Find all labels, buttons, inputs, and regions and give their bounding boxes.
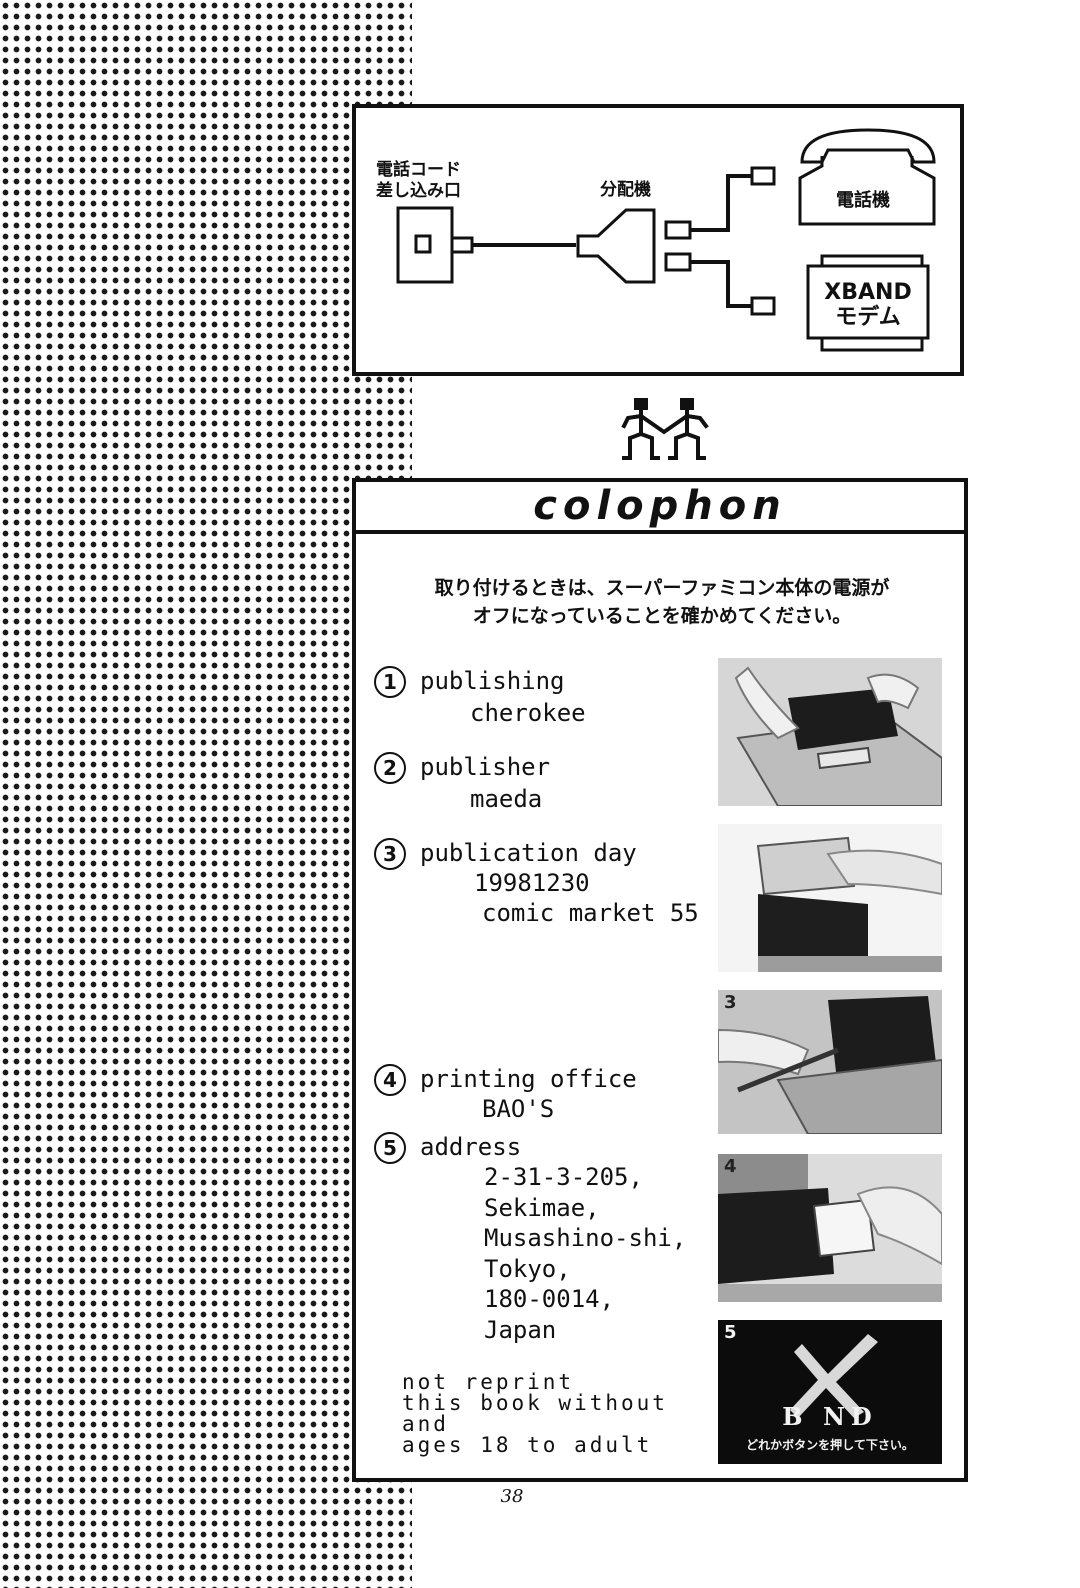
entry-value: BAO'S: [482, 1095, 555, 1123]
reprint-disclaimer: not reprint this book without and ages 1…: [402, 1372, 668, 1456]
address-lines: 2-31-3-205, Sekimae, Musashino-shi, Toky…: [484, 1162, 686, 1345]
colophon-title: COLOPHON: [533, 483, 787, 529]
entry-number-badge: 2: [374, 752, 406, 784]
entry-value-date: 19981230: [474, 869, 590, 897]
disclaimer-line: and: [402, 1412, 449, 1436]
photo-hands-on-console: [718, 658, 942, 806]
xband-screen-logo: B ND: [782, 1402, 878, 1431]
modem-label-line1: XBAND: [824, 280, 912, 305]
halftone-background: [0, 0, 412, 1588]
wall-jack-socket: [414, 234, 432, 254]
photo-xband-screen: 5 B ND どれかボタンを押して下さい。: [718, 1320, 942, 1464]
wall-jack-label-line1: 電話コード: [376, 160, 461, 180]
disclaimer-line: not reprint: [402, 1370, 575, 1394]
disclaimer-line: ages 18 to adult: [402, 1433, 653, 1457]
photo-insert-cartridge: [718, 824, 942, 972]
address-line: Japan: [484, 1315, 557, 1344]
entry-number-badge: 4: [374, 1064, 406, 1096]
photo-adapter-installed: 3: [718, 990, 942, 1134]
photo-step-number: 3: [724, 992, 737, 1013]
entry-heading: printing office: [420, 1065, 637, 1093]
splitter-label: 分配機: [600, 180, 651, 200]
address-line: Tokyo,: [484, 1254, 571, 1283]
splitter-body: [576, 208, 656, 284]
entry-heading: publisher: [420, 753, 551, 781]
notice-line-2: オフになっていることを確かめてください。: [472, 605, 852, 627]
wall-jack-label-line2: 差し込み口: [376, 181, 461, 201]
entry-value: cherokee: [470, 699, 586, 727]
address-line: Sekimae,: [484, 1193, 600, 1222]
modem-label-line2: モデム: [835, 305, 901, 330]
entry-number-badge: 3: [374, 838, 406, 870]
wiring-diagram: 電話コード 差し込み口 分配機 電話機 XBAND モデム: [352, 104, 964, 376]
modem-label: XBAND モデム: [808, 280, 928, 330]
photo-step-number: 5: [724, 1322, 737, 1343]
colophon-box: COLOPHON 取り付けるときは、スーパーファミコン本体の電源が オフになって…: [352, 478, 968, 1482]
photo-step-number: 4: [724, 1156, 737, 1177]
two-figures-icon: [621, 398, 709, 460]
power-off-notice: 取り付けるときは、スーパーファミコン本体の電源が オフになっていることを確かめて…: [376, 574, 948, 630]
entry-value-event: comic market 55: [482, 899, 699, 927]
notice-line-1: 取り付けるときは、スーパーファミコン本体の電源が: [434, 577, 890, 599]
xband-screen-caption: どれかボタンを押して下さい。: [746, 1438, 914, 1452]
address-line: Musashino-shi,: [484, 1224, 687, 1252]
wiring-diagram-drawing: [396, 128, 936, 352]
page-number: 38: [500, 1486, 524, 1507]
wall-jack-outlet: [396, 206, 454, 284]
entry-value: maeda: [470, 785, 543, 813]
telephone-body: [798, 156, 936, 226]
colophon-header: COLOPHON: [356, 482, 964, 534]
telephone-label: 電話機: [836, 190, 890, 211]
entry-number-badge: 5: [374, 1132, 406, 1164]
photo-insert-xband-card: 4: [718, 1154, 942, 1302]
address-line: 180-0014,: [484, 1285, 615, 1313]
address-line: 2-31-3-205,: [484, 1163, 643, 1191]
wall-jack-label: 電話コード 差し込み口: [376, 160, 486, 202]
entry-number-badge: 1: [374, 666, 406, 698]
entry-heading: publication day: [420, 839, 637, 867]
entry-heading: publishing: [420, 667, 565, 695]
entry-heading: address: [420, 1133, 522, 1161]
telephone-handset: [800, 128, 936, 164]
disclaimer-line: this book without: [402, 1391, 668, 1415]
